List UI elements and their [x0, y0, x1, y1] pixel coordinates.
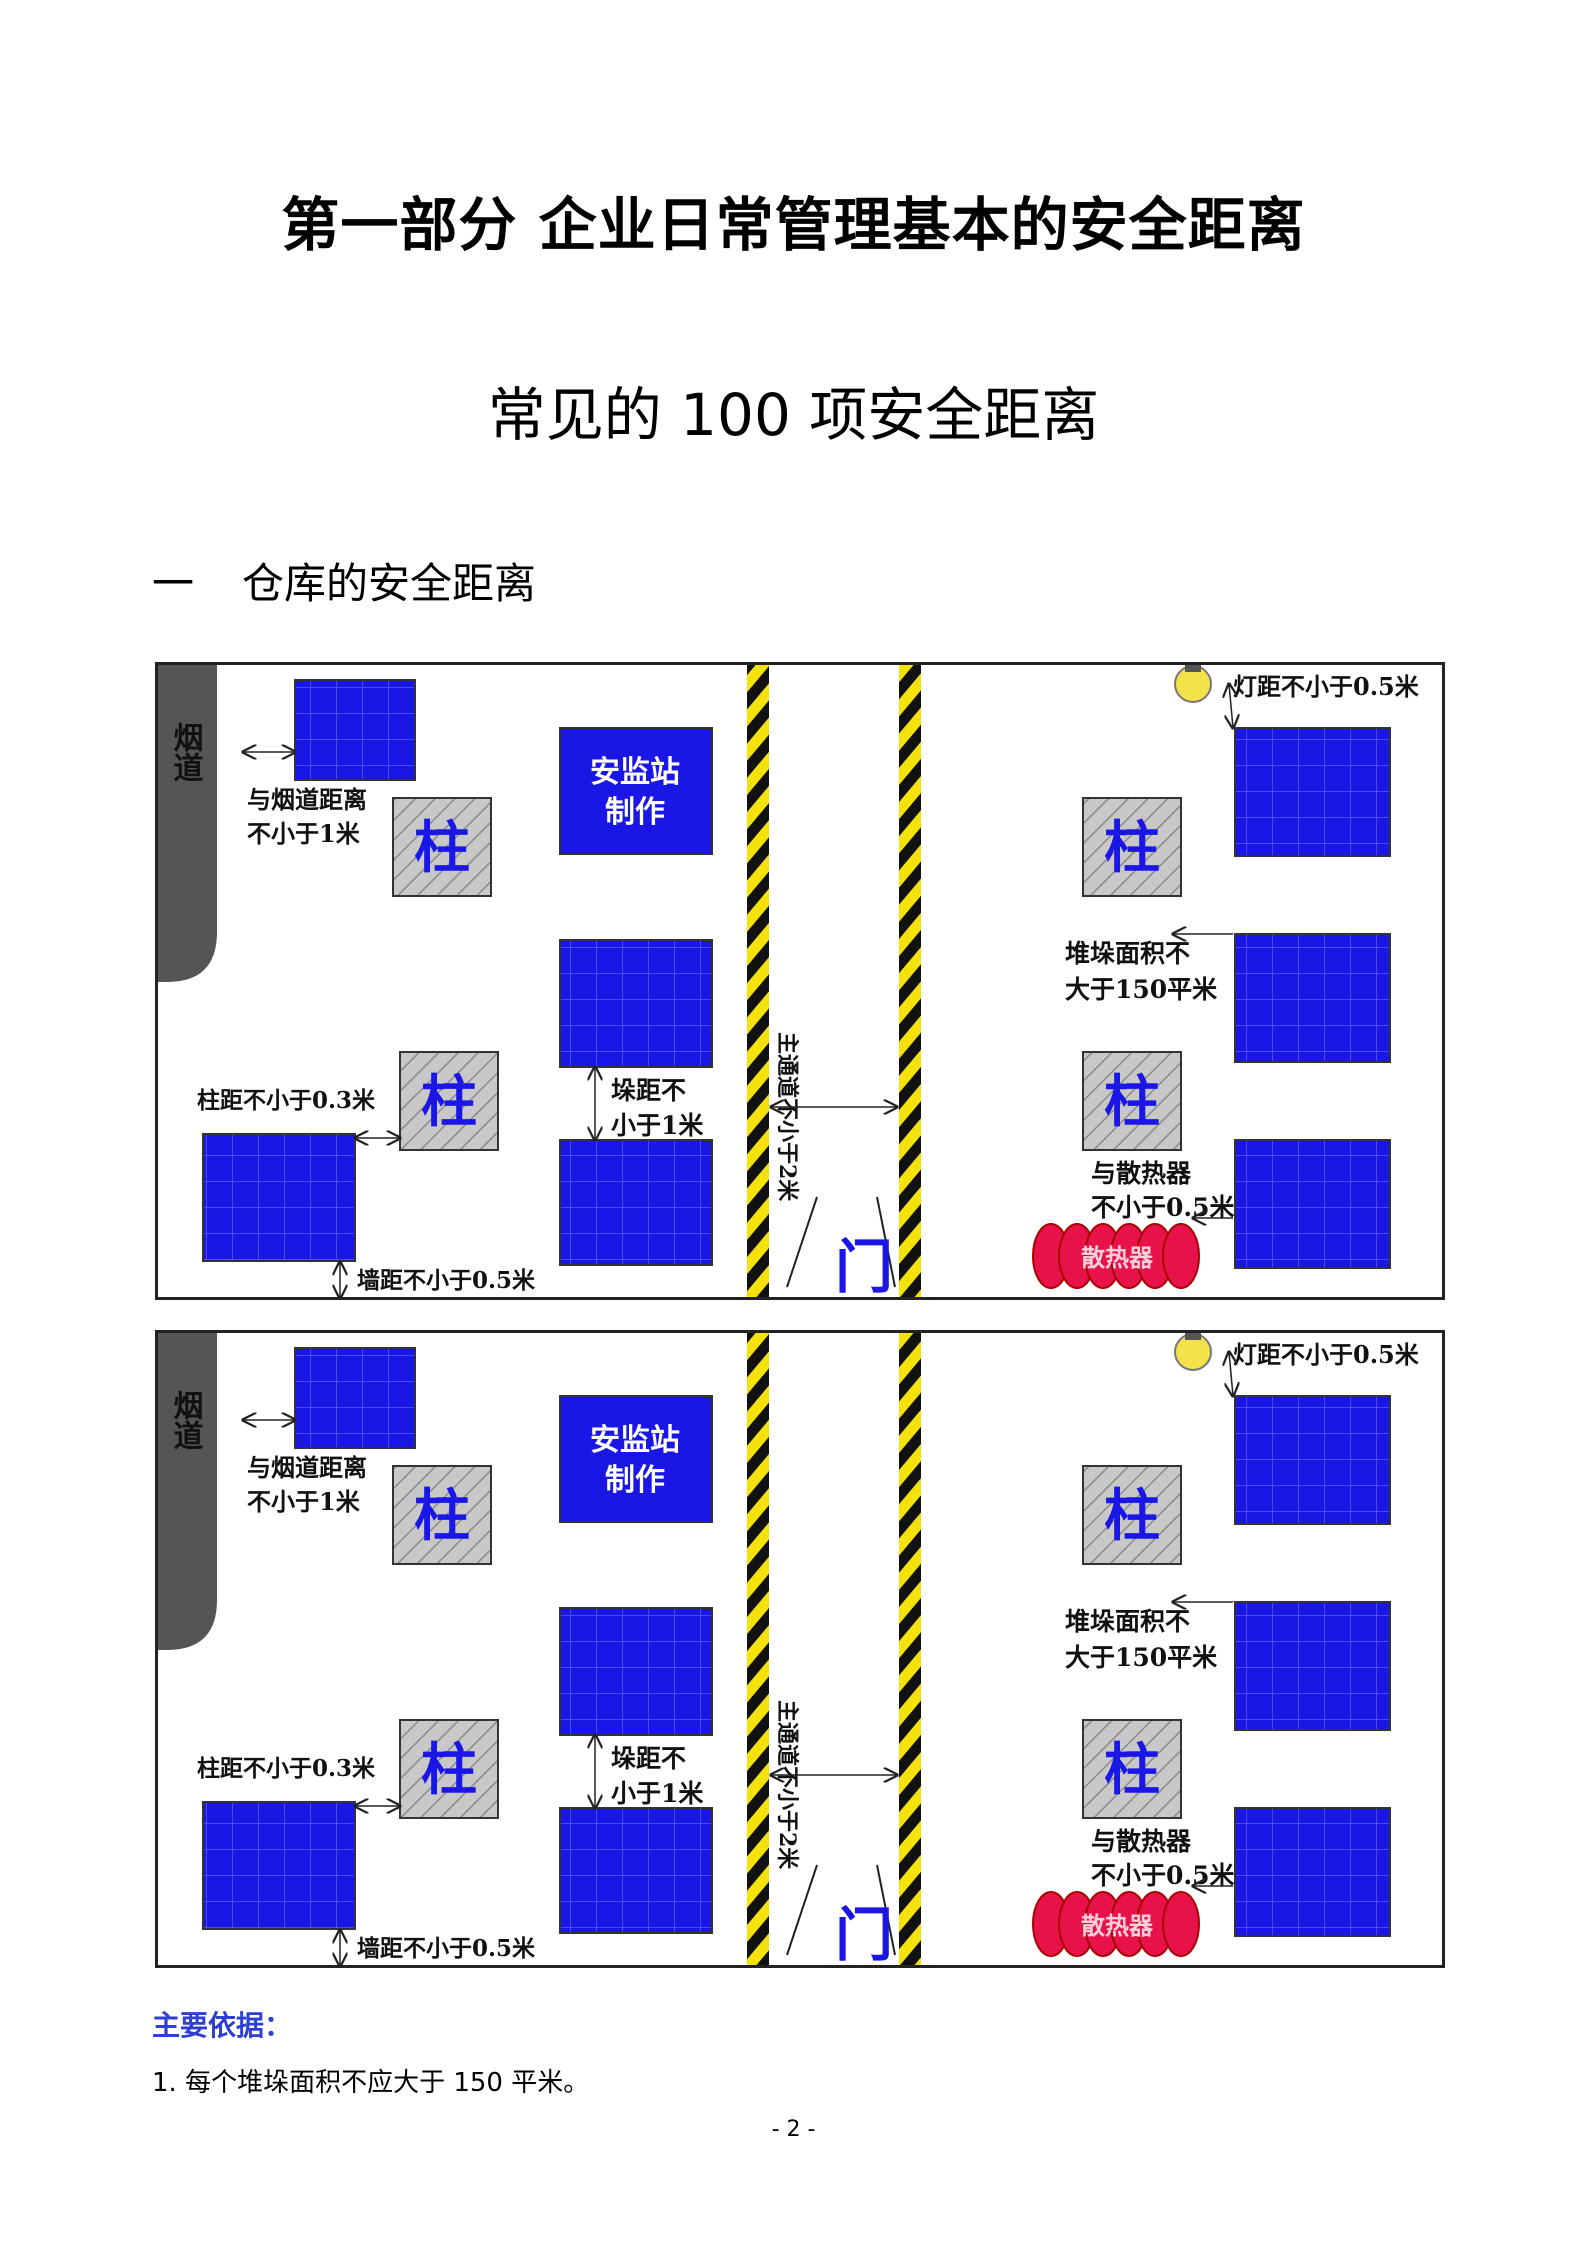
station-label-1: 安监站 [590, 755, 680, 790]
lamp-distance-arrow [1229, 684, 1233, 728]
pillar-top-right [1082, 797, 1182, 897]
page-number: - 2 - [771, 2117, 816, 2142]
wall-distance-label: 墙距不小于0.5米 [357, 1935, 536, 1962]
stack-area-label-2: 大于150平米 [1065, 1643, 1218, 1672]
radiator-distance-label-1: 与散热器 [1091, 1827, 1192, 1856]
radiator-distance-label-1: 与散热器 [1091, 1159, 1192, 1188]
stack-area-label-1: 堆垛面积不 [1065, 939, 1190, 968]
chimney [157, 1332, 217, 1650]
warehouse-layout-svg: 烟道 安监站 制作 柱 柱 与烟道距离 不小于1米 柱距不小于0.3米 垛距不 … [155, 1330, 1445, 1968]
warehouse-layout-svg: 烟道 安监站 制作 柱 柱 与烟道距离 不小于1米 柱距不小于0.3米 垛距不 … [155, 662, 1445, 1300]
pillar-label: 柱 [414, 815, 470, 881]
radiator [1032, 1891, 1200, 1957]
pillar-label: 柱 [1104, 1737, 1160, 1803]
basis-item: 1. 每个堆垛面积不应大于 150 平米。 [152, 2068, 590, 2098]
stack-area-label-2: 大于150平米 [1065, 975, 1218, 1004]
lamp-base [1185, 1332, 1201, 1340]
lamp-distance-arrow [1229, 1352, 1233, 1396]
stack-distance-label-2: 小于1米 [611, 1779, 704, 1808]
stack-bottom-left [202, 1801, 356, 1930]
diagram-border [155, 662, 1445, 1300]
chimney-label: 烟道 [168, 722, 204, 783]
section-label: 仓库的安全距离 [242, 559, 537, 608]
radiator-label: 散热器 [1081, 1243, 1154, 1272]
pillar-label: 柱 [421, 1737, 477, 1803]
chimney-distance-label-2: 不小于1米 [247, 819, 360, 848]
door-leaf-left [786, 1864, 818, 1956]
diagram-border [155, 1330, 1445, 1968]
warehouse-diagram: 烟道 安监站 制作 柱 柱 与烟道距离 不小于1米 柱距不小于0.3米 垛距不 … [155, 1330, 1445, 1968]
chimney-distance-label-1: 与烟道距离 [247, 1453, 367, 1482]
section-heading: 一仓库的安全距离 [152, 550, 536, 611]
pillar-label: 柱 [421, 1069, 477, 1135]
door-label: 门 [835, 1233, 893, 1300]
door-leaf-left [786, 1196, 818, 1288]
stack-bottom-center [559, 1139, 713, 1266]
station-box [559, 727, 713, 855]
stack-distance-label-1: 垛距不 [611, 1744, 686, 1773]
stack-top-left [294, 1347, 416, 1449]
pillar-top-right [1082, 1465, 1182, 1565]
page-subtitle: 常见的 100 项安全距离 [487, 381, 1100, 449]
stack-right-mid [1234, 933, 1391, 1063]
chimney-distance-label-1: 与烟道距离 [247, 785, 367, 814]
main-aisle-label: 主通道不小于2米 [774, 1032, 800, 1202]
radiator-distance-label-2: 不小于0.5米 [1091, 1861, 1235, 1890]
basis-label: 主要依据： [152, 2009, 293, 2042]
section-number: 一 [152, 559, 195, 608]
aisle-left-stripe [747, 1330, 769, 1968]
station-box [559, 1395, 713, 1523]
wall-distance-label: 墙距不小于0.5米 [357, 1267, 536, 1294]
pillar-top-left [392, 1465, 492, 1565]
pillar-label: 柱 [1104, 1069, 1160, 1135]
pillar-label: 柱 [1104, 815, 1160, 881]
column-distance-label: 柱距不小于0.3米 [197, 1755, 376, 1782]
stack-right-top [1234, 1395, 1391, 1525]
main-aisle-label: 主通道不小于2米 [774, 1700, 800, 1870]
pillar-bottom-right [1082, 1051, 1182, 1151]
chimney [157, 664, 217, 982]
door-leaf-right [876, 1196, 896, 1288]
station-label-2: 制作 [605, 1463, 665, 1498]
lamp-base [1185, 664, 1201, 672]
aisle-right-stripe [899, 662, 921, 1300]
chimney-distance-label-2: 不小于1米 [247, 1487, 360, 1516]
door-leaf-right [876, 1864, 896, 1956]
pillar-bottom-right [1082, 1719, 1182, 1819]
pillar-top-left [392, 797, 492, 897]
pillar-mid-left [399, 1719, 499, 1819]
stack-right-bottom [1234, 1807, 1391, 1937]
stack-area-label-1: 堆垛面积不 [1065, 1607, 1190, 1636]
stack-distance-label-1: 垛距不 [611, 1076, 686, 1105]
stack-mid-center [559, 939, 713, 1068]
lamp-distance-label: 灯距不小于0.5米 [1233, 672, 1419, 701]
stack-right-top [1234, 727, 1391, 857]
stack-bottom-center [559, 1807, 713, 1934]
pillar-label: 柱 [414, 1483, 470, 1549]
aisle-right-stripe [899, 1330, 921, 1968]
stack-bottom-left [202, 1133, 356, 1262]
aisle-left-stripe [747, 662, 769, 1300]
pillar-mid-left [399, 1051, 499, 1151]
radiator-distance-label-2: 不小于0.5米 [1091, 1193, 1235, 1222]
stack-distance-label-2: 小于1米 [611, 1111, 704, 1140]
pillar-label: 柱 [1104, 1483, 1160, 1549]
stack-right-mid [1234, 1601, 1391, 1731]
stack-right-bottom [1234, 1139, 1391, 1269]
door-label: 门 [835, 1901, 893, 1968]
column-distance-label: 柱距不小于0.3米 [197, 1087, 376, 1114]
chimney-label: 烟道 [168, 1390, 204, 1451]
radiator [1032, 1223, 1200, 1289]
warehouse-diagram: 烟道 安监站 制作 柱 柱 与烟道距离 不小于1米 柱距不小于0.3米 垛距不 … [155, 662, 1445, 1300]
stack-top-left [294, 679, 416, 781]
page-title: 第一部分 企业日常管理基本的安全距离 [281, 191, 1306, 259]
stack-mid-center [559, 1607, 713, 1736]
lamp-distance-label: 灯距不小于0.5米 [1233, 1340, 1419, 1369]
station-label-2: 制作 [605, 795, 665, 830]
station-label-1: 安监站 [590, 1423, 680, 1458]
radiator-label: 散热器 [1081, 1911, 1154, 1940]
